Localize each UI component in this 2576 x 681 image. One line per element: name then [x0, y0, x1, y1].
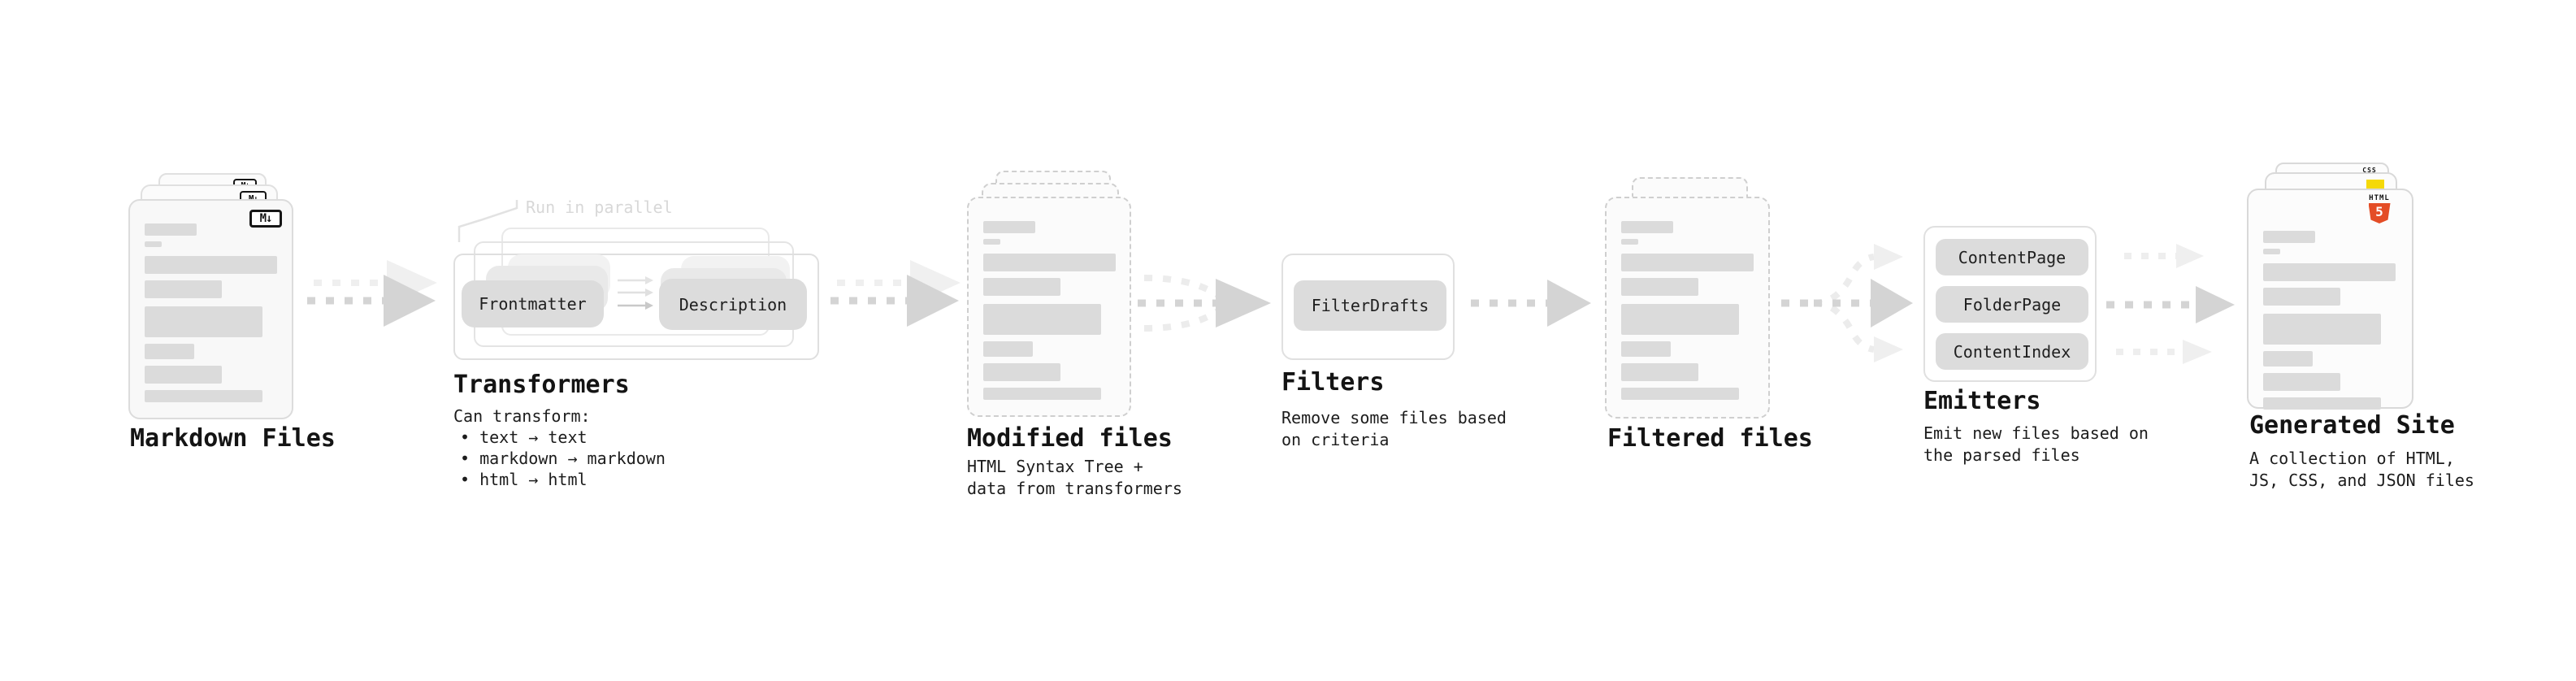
step-pill-description: Description: [659, 279, 807, 330]
flow-arrow: [830, 260, 961, 327]
skeleton-bar: [983, 239, 1000, 245]
doc-card: M↓: [128, 199, 293, 419]
skeleton-bar: [1621, 278, 1698, 296]
transformer-box: [453, 254, 819, 360]
modified-files-stack: [967, 171, 1162, 419]
markdown-icon: M↓: [249, 210, 282, 228]
generated-site-description: A collection of HTML, JS, CSS, and JSON …: [2249, 449, 2474, 490]
doc-card: [1605, 197, 1770, 419]
skeleton-bar: [983, 221, 1035, 233]
skeleton-bar: [983, 304, 1101, 335]
markdown-files-stack: M↓ M↓ M↓: [128, 173, 327, 421]
emitter-pill-contentpage: ContentPage: [1936, 239, 2088, 275]
filtered-files-title: Filtered files: [1607, 424, 1813, 453]
skeleton-bar: [2263, 231, 2315, 243]
markdown-files-title: Markdown Files: [130, 424, 336, 453]
mini-arrow-icon: [618, 301, 653, 310]
skeleton-bar: [145, 366, 222, 384]
html5-icon: HTML 5: [2365, 194, 2394, 223]
generated-site-stack: CSS HTML 5: [2247, 163, 2446, 410]
skeleton-bar: [145, 280, 222, 298]
skeleton-bar: [2263, 397, 2381, 410]
skeleton-bar: [2263, 263, 2396, 281]
skeleton-bar: [2263, 249, 2280, 254]
emitters-panel: ContentPage FolderPage ContentIndex: [1923, 226, 2097, 382]
skeleton-bar: [1621, 341, 1671, 357]
filters-title: Filters: [1281, 368, 1385, 397]
flow-arrow: [1471, 280, 1591, 327]
parallel-connector: [458, 200, 518, 242]
skeleton-bar: [145, 223, 197, 236]
emitter-pill-folderpage: FolderPage: [1936, 286, 2088, 323]
modified-files-title: Modified files: [967, 424, 1173, 453]
skeleton-bar: [1621, 363, 1698, 381]
skeleton-bar: [1621, 239, 1638, 245]
skeleton-bar: [145, 256, 277, 274]
skeleton-bar: [2263, 288, 2340, 306]
filtered-files-stack: [1605, 177, 1800, 425]
transformers-group: Run in parallel Frontmatter Description: [453, 195, 835, 398]
skeleton-bar: [1621, 221, 1673, 233]
skeleton-bar: [145, 344, 194, 359]
emitter-pill-contentindex: ContentIndex: [1936, 333, 2088, 370]
transformers-description: Can transform: • text → text • markdown …: [453, 406, 666, 490]
skeleton-bar: [145, 241, 162, 247]
transform-bullet: • html → html: [460, 470, 588, 489]
skeleton-bar: [145, 390, 262, 402]
skeleton-bar: [2263, 373, 2340, 391]
filters-panel: FilterDrafts: [1281, 254, 1455, 360]
filter-pill: FilterDrafts: [1294, 280, 1446, 331]
skeleton-bar: [2263, 314, 2381, 345]
split-arrow: [1781, 244, 1913, 362]
skeleton-bar: [983, 278, 1060, 296]
skeleton-lines: [983, 221, 1116, 400]
skeleton-bar: [983, 341, 1033, 357]
generated-site-title: Generated Site: [2249, 411, 2455, 440]
doc-card: HTML 5: [2247, 189, 2413, 410]
emitters-title: Emitters: [1923, 387, 2041, 415]
flow-arrow: [307, 260, 437, 327]
skeleton-bar: [983, 254, 1116, 271]
step-pill-frontmatter: Frontmatter: [462, 280, 604, 327]
filters-description: Remove some files based on criteria: [1281, 408, 1507, 449]
skeleton-lines: [145, 223, 277, 402]
emitters-description: Emit new files based on the parsed files: [1923, 423, 2149, 465]
transformers-desc-intro: Can transform:: [453, 406, 591, 426]
flow-arrow: [2106, 286, 2235, 323]
skeleton-bar: [145, 306, 262, 337]
parallel-label: Run in parallel: [526, 197, 673, 217]
skeleton-bar: [1621, 304, 1739, 335]
mini-arrow-icon: [618, 288, 653, 297]
merge-arrow: [1138, 275, 1271, 332]
transform-bullet: • markdown → markdown: [460, 449, 666, 468]
skeleton-lines: [1621, 221, 1754, 400]
skeleton-bar: [1621, 388, 1739, 400]
skeleton-lines: [2263, 231, 2397, 410]
mini-arrow-icon: [618, 276, 653, 284]
transform-bullet: • text → text: [460, 427, 588, 447]
doc-card: [967, 197, 1131, 417]
transformers-title: Transformers: [453, 371, 630, 399]
flow-arrow-faint: [2124, 244, 2204, 268]
skeleton-bar: [1621, 254, 1754, 271]
skeleton-bar: [983, 388, 1101, 400]
modified-files-description: HTML Syntax Tree + data from transformer…: [967, 457, 1182, 498]
skeleton-bar: [2263, 351, 2313, 367]
skeleton-bar: [983, 363, 1060, 381]
flow-arrow-faint: [2116, 340, 2212, 364]
